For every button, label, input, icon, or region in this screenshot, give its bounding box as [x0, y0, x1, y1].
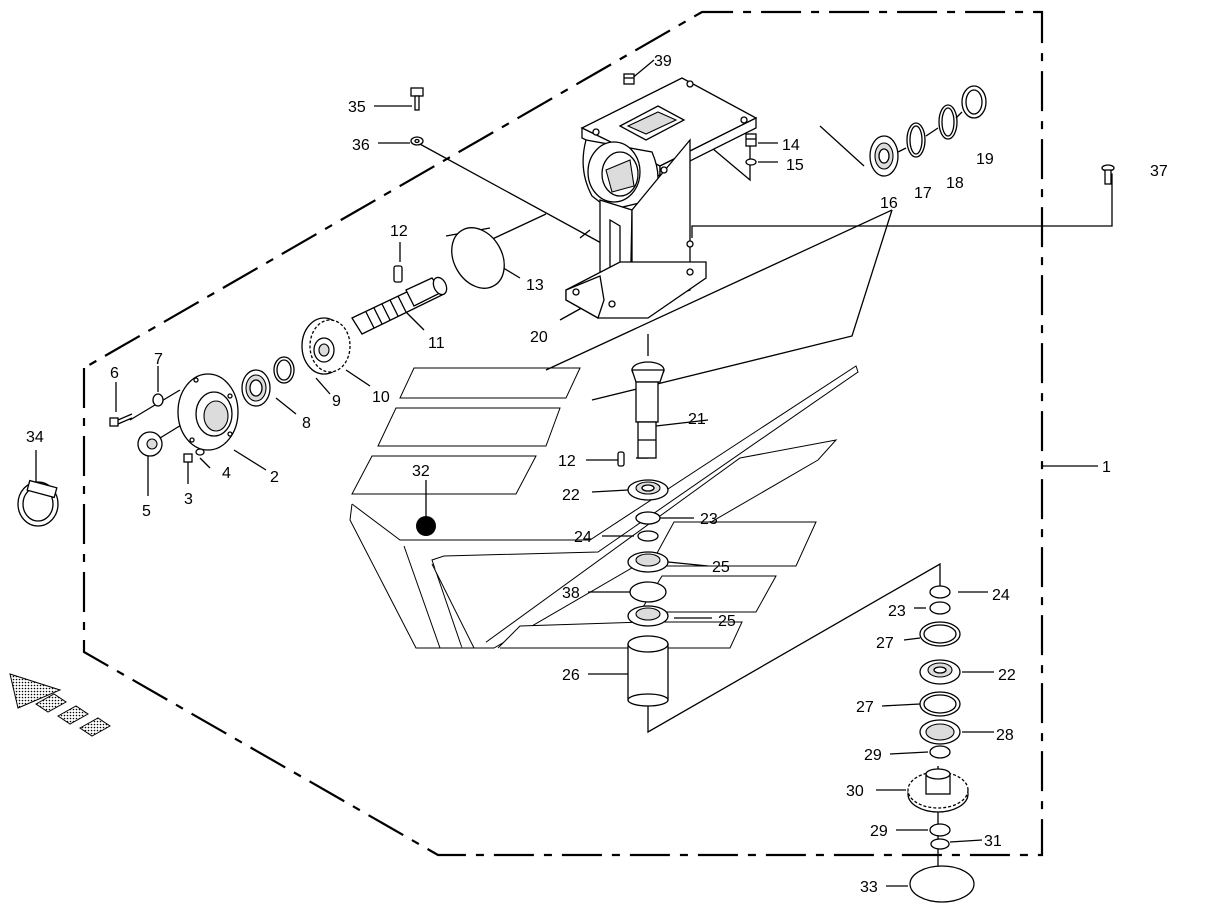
- ring-23-center: [635, 511, 661, 525]
- bearing-16: [869, 135, 899, 177]
- bolt-35: [410, 87, 424, 111]
- gear-30: [907, 768, 969, 813]
- callout-4: 4: [222, 465, 231, 482]
- callout-28: 28: [996, 727, 1014, 744]
- seal-25-lower: [627, 605, 669, 627]
- callout-15: 15: [786, 157, 804, 174]
- callout-5: 5: [142, 503, 151, 520]
- callout-2: 2: [270, 469, 279, 486]
- seal-25-upper: [627, 551, 669, 573]
- callout-32: 32: [412, 463, 430, 480]
- pinion-shaft-21: [631, 361, 665, 459]
- callout-38: 38: [562, 585, 580, 602]
- callout-23-center: 23: [700, 511, 718, 528]
- gearbox-housing: [565, 77, 758, 319]
- callout-27-lower: 27: [856, 699, 874, 716]
- callout-8: 8: [302, 415, 311, 432]
- callout-24-center: 24: [574, 529, 592, 546]
- callout-22-center: 22: [562, 487, 580, 504]
- ring-31: [930, 838, 950, 850]
- washer-4: [195, 448, 205, 456]
- callout-21: 21: [688, 411, 706, 428]
- bearing-8: [241, 369, 271, 407]
- callout-10: 10: [372, 389, 390, 406]
- plug-14: [745, 133, 757, 147]
- o-ring-33: [909, 865, 975, 903]
- sleeve-26: [627, 635, 669, 707]
- ring-27-lower: [919, 691, 961, 717]
- callout-31: 31: [984, 833, 1002, 850]
- callout-13: 13: [526, 277, 544, 294]
- callout-29-upper: 29: [864, 747, 882, 764]
- callout-1: 1: [1102, 459, 1111, 476]
- arrow-dotted-icon: [9, 673, 111, 737]
- callout-11: 11: [428, 335, 445, 352]
- ring-28: [919, 719, 961, 745]
- ring-24-right: [929, 585, 951, 599]
- callout-9: 9: [332, 393, 341, 410]
- housing-ghost-outline: [349, 365, 859, 649]
- bearing-22-right: [919, 659, 961, 685]
- marker-32: [416, 516, 436, 536]
- ring-18: [938, 104, 958, 140]
- callout-29-lower: 29: [870, 823, 888, 840]
- callout-17: 17: [914, 185, 932, 202]
- nut-3: [183, 453, 193, 463]
- callout-36: 36: [352, 137, 370, 154]
- callout-14: 14: [782, 137, 800, 154]
- flange-2: [177, 373, 239, 451]
- washer-36: [410, 136, 424, 146]
- ring-24-center: [637, 530, 659, 542]
- callout-37: 37: [1150, 163, 1168, 180]
- callout-20: 20: [530, 329, 548, 346]
- callout-30: 30: [846, 783, 864, 800]
- key-12-lower: [617, 451, 625, 467]
- callout-23-right: 23: [888, 603, 906, 620]
- ring-27-upper: [919, 621, 961, 647]
- callout-35: 35: [348, 99, 366, 116]
- callout-19: 19: [976, 151, 994, 168]
- o-ring-13: [451, 227, 505, 289]
- assembly-boundary: [82, 10, 1044, 857]
- ring-38: [629, 581, 667, 603]
- screw-37: [1101, 164, 1115, 185]
- callout-27-upper: 27: [876, 635, 894, 652]
- key-12-upper: [393, 265, 403, 283]
- washer-7: [152, 393, 164, 407]
- hose-clamp-34: [17, 479, 59, 527]
- washer-15: [745, 158, 757, 166]
- callout-25-upper: 25: [712, 559, 730, 576]
- seal-19: [961, 85, 987, 119]
- callout-25-lower: 25: [718, 613, 736, 630]
- callout-12-lower: 12: [558, 453, 576, 470]
- callout-6: 6: [110, 365, 119, 382]
- ring-17: [906, 122, 926, 158]
- callout-33: 33: [860, 879, 878, 896]
- ring-9: [273, 356, 295, 384]
- washer-5: [137, 431, 163, 457]
- callout-labels: 1 2 3 4 5 6 7 8 9 10 11 12 12 13 14 15 1…: [26, 53, 1168, 896]
- bolt-6: [109, 413, 133, 427]
- callout-24-right: 24: [992, 587, 1010, 604]
- callout-7: 7: [154, 351, 163, 368]
- ring-23-right: [929, 601, 951, 615]
- ring-29-upper: [929, 745, 951, 759]
- callout-26: 26: [562, 667, 580, 684]
- input-shaft-11: [351, 276, 448, 335]
- plug-39: [623, 73, 635, 85]
- callout-3: 3: [184, 491, 193, 508]
- callout-22-right: 22: [998, 667, 1016, 684]
- callout-16: 16: [880, 195, 898, 212]
- callout-39: 39: [654, 53, 672, 70]
- callout-12-upper: 12: [390, 223, 408, 240]
- bearing-22-upper: [627, 479, 669, 501]
- ring-29-lower: [929, 823, 951, 837]
- callout-18: 18: [946, 175, 964, 192]
- callout-34: 34: [26, 429, 44, 446]
- gear-10: [301, 317, 351, 375]
